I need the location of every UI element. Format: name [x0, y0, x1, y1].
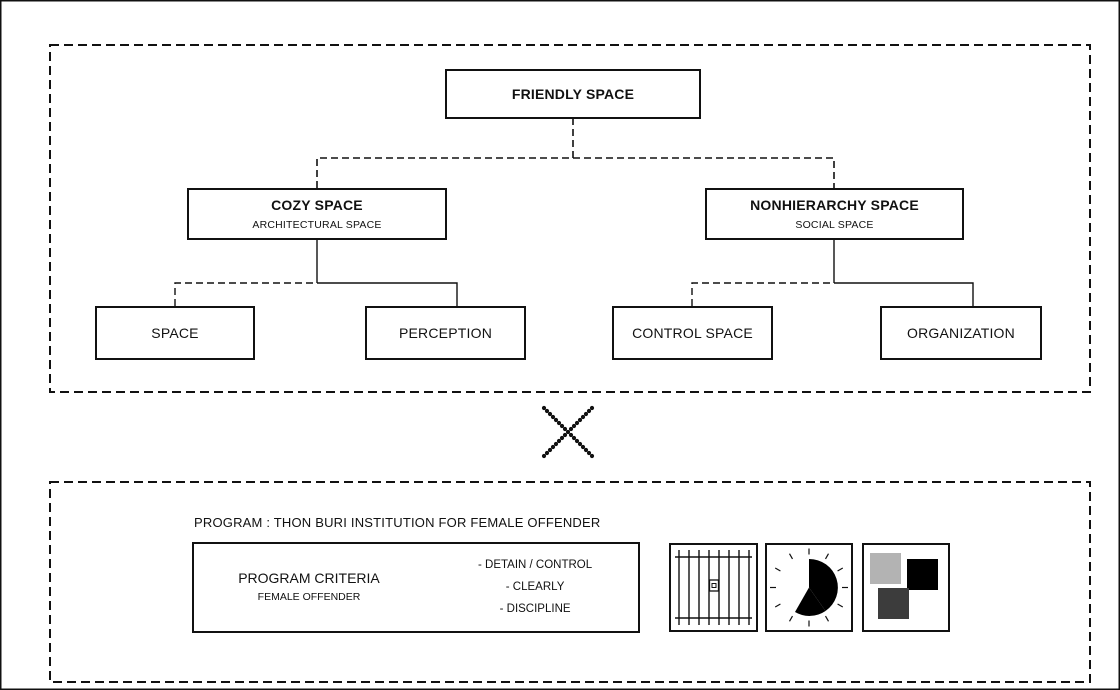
nonhierarchy-left-link [691, 282, 834, 306]
cozy-space-node: COZY SPACE ARCHITECTURAL SPACE [187, 188, 447, 240]
square-dark [907, 559, 938, 590]
cozy-left-link [174, 282, 317, 306]
nonhierarchy-right-link [834, 282, 974, 306]
leaf-node-organization: ORGANIZATION [880, 306, 1042, 360]
program-criteria-subtitle: FEMALE OFFENDER [257, 591, 361, 603]
cross-dots-icon [541, 405, 595, 459]
criteria-item: - DISCIPLINE [499, 603, 571, 615]
clock-icon [765, 543, 853, 632]
criteria-item: - CLEARLY [505, 581, 565, 593]
nonhierarchy-space-subtitle: SOCIAL SPACE [795, 219, 874, 231]
prison-bars-icon [669, 543, 758, 632]
leaf-node-space-label: SPACE [151, 325, 199, 341]
concept-group-frame [49, 44, 1091, 393]
nonhierarchy-space-title: NONHIERARCHY SPACE [750, 197, 919, 213]
square-mid [878, 588, 909, 619]
overlapping-squares-icon [862, 543, 950, 632]
root-node: FRIENDLY SPACE [445, 69, 701, 119]
program-criteria-list: - DETAIN / CONTROL - CLEARLY - DISCIPLIN… [478, 554, 592, 620]
square-light [870, 553, 901, 584]
leaf-node-control-space: CONTROL SPACE [612, 306, 773, 360]
program-criteria-heading: PROGRAM CRITERIA FEMALE OFFENDER [194, 570, 424, 603]
prison-bars-graphic [675, 550, 752, 625]
program-criteria-title: PROGRAM CRITERIA [238, 570, 380, 586]
cozy-right-link [317, 282, 458, 306]
leaf-node-perception-label: PERCEPTION [398, 325, 492, 341]
branch-connector [316, 157, 835, 188]
cozy-space-title: COZY SPACE [271, 197, 363, 213]
leaf-node-perception: PERCEPTION [365, 306, 526, 360]
criteria-item: - DETAIN / CONTROL [478, 559, 593, 571]
leaf-node-space: SPACE [95, 306, 255, 360]
program-label: PROGRAM : THON BURI INSTITUTION FOR FEMA… [194, 515, 601, 530]
cozy-space-subtitle: ARCHITECTURAL SPACE [252, 219, 382, 231]
clock-graphic [770, 548, 848, 627]
leaf-node-control-space-label: CONTROL SPACE [632, 325, 753, 341]
overlapping-squares-graphic [870, 553, 938, 619]
leaf-node-organization-label: ORGANIZATION [907, 325, 1015, 341]
root-node-title: FRIENDLY SPACE [511, 86, 635, 102]
nonhierarchy-space-node: NONHIERARCHY SPACE SOCIAL SPACE [705, 188, 964, 240]
program-criteria-box: PROGRAM CRITERIA FEMALE OFFENDER - DETAI… [192, 542, 640, 633]
program-group-frame [49, 481, 1091, 683]
